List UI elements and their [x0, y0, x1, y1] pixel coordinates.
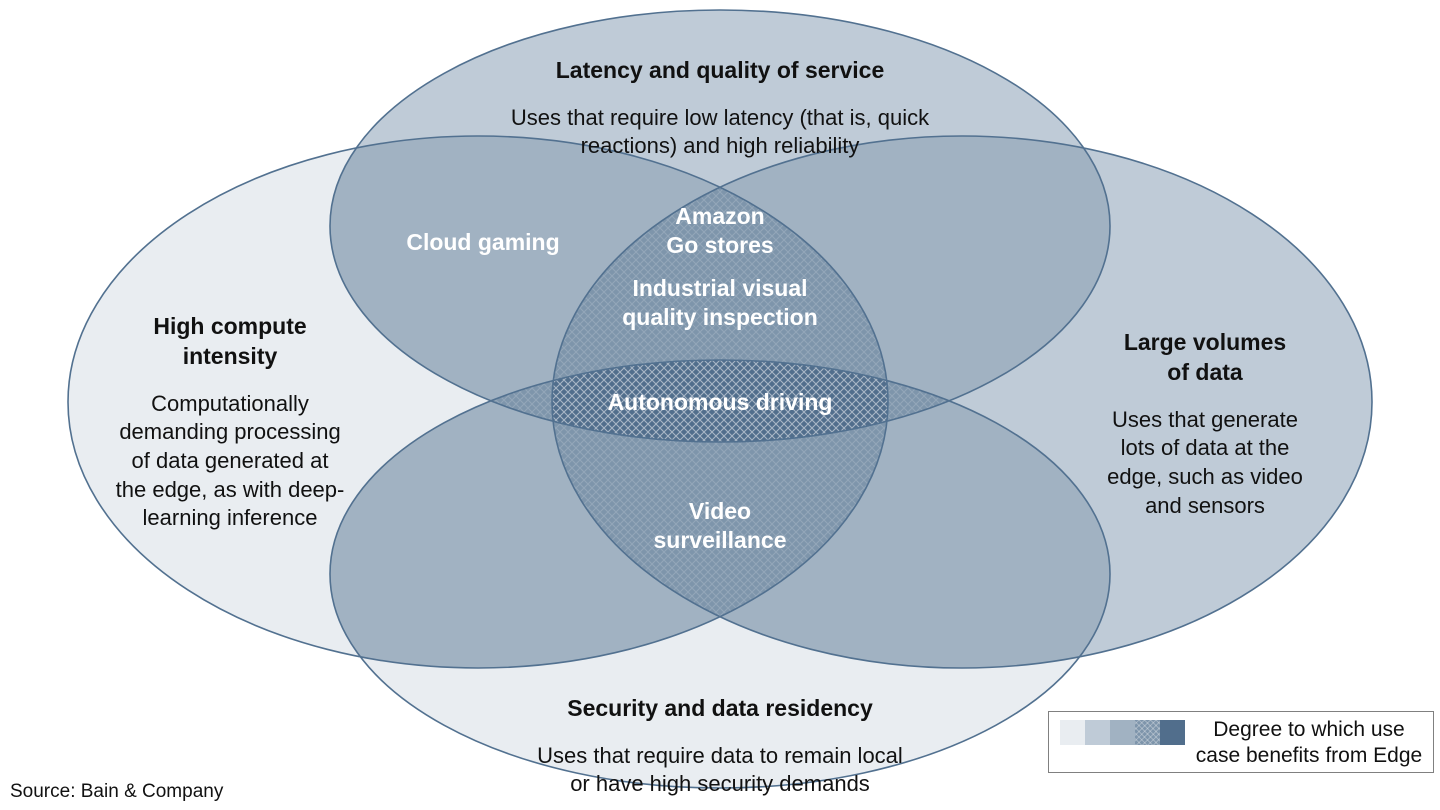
criterion-data-volume-desc: Uses that generate lots of data at the e…: [1107, 406, 1303, 518]
legend: Degree to which use case benefits from E…: [1048, 711, 1434, 773]
ellipse-latency-outline: [329, 9, 1111, 443]
criterion-compute: High compute intensity Computationally d…: [75, 294, 385, 551]
use-case-cloud-gaming: Cloud gaming: [406, 229, 560, 255]
use-case-industrial-inspection: Industrial visual quality inspection: [622, 275, 818, 330]
legend-swatch-4: [1135, 720, 1160, 745]
legend-swatch-3: [1110, 720, 1135, 745]
criterion-latency-title: Latency and quality of service: [555, 57, 885, 83]
criterion-security: Security and data residency Uses that re…: [520, 676, 920, 810]
criterion-latency-desc: Uses that require low latency (that is, …: [510, 104, 930, 159]
use-case-autonomous-driving: Autonomous driving: [607, 389, 833, 415]
criterion-security-title: Security and data residency: [567, 695, 873, 721]
venn-hatch-texture: [330, 136, 1110, 668]
ellipse-data-outline: [551, 135, 1373, 669]
criterion-compute-desc: Computationally demanding processing of …: [115, 390, 345, 531]
use-case-video-surveillance: Video surveillance: [653, 498, 787, 553]
legend-swatch-1: [1060, 720, 1085, 745]
ellipse-compute-outline: [67, 135, 889, 669]
criterion-compute-title: High compute intensity: [153, 313, 307, 369]
legend-label: Degree to which use case benefits from E…: [1195, 718, 1423, 767]
venn-outlines: [67, 9, 1373, 789]
use-case-amazon-go-stores: Amazon Go stores: [666, 203, 774, 258]
legend-swatch-5: [1160, 720, 1185, 745]
source-note: Source: Bain & Company: [10, 781, 224, 802]
criterion-latency: Latency and quality of service Uses that…: [440, 38, 1000, 179]
legend-gradient-swatches: [1060, 720, 1185, 745]
ellipse-security-outline: [329, 359, 1111, 789]
legend-swatch-2: [1085, 720, 1110, 745]
criterion-security-desc: Uses that require data to remain local o…: [537, 742, 903, 797]
criterion-data-volume-title: Large volumes of data: [1123, 329, 1287, 385]
criterion-data-volume: Large volumes of data Uses that generate…: [1050, 310, 1360, 538]
